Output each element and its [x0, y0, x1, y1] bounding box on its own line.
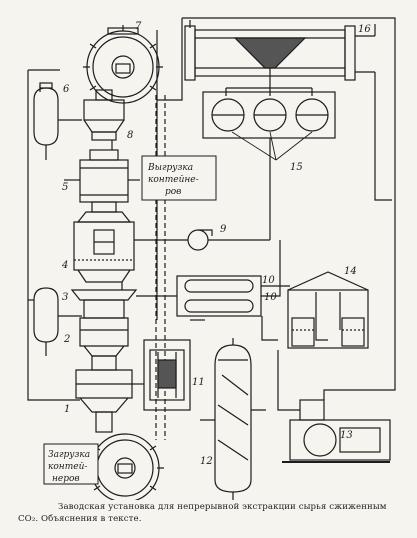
- rotor-7: [83, 25, 163, 104]
- unload-line-3: ров: [165, 187, 181, 197]
- label-3: 3: [62, 292, 68, 303]
- unit-1: [75, 355, 144, 433]
- unit-8: [83, 89, 125, 141]
- unload-line-1: Выгрузка: [147, 163, 193, 173]
- column-12: [200, 338, 266, 500]
- label-6: 6: [63, 84, 70, 95]
- load-containers-box: Загрузка контей- неров: [43, 443, 99, 485]
- diagram-labels: 6 7 8 5 4 9 3 2 1 10 10 11 12 13 14 15 1…: [61, 21, 371, 467]
- unit-5: [64, 149, 140, 203]
- unload-line-2: контейне-: [148, 175, 199, 185]
- label-9: 9: [220, 224, 227, 235]
- load-line-1: Загрузка: [48, 450, 90, 460]
- label-16: 16: [358, 24, 371, 35]
- filters-10: [136, 240, 290, 330]
- label-8: 8: [127, 130, 133, 141]
- vessel-6: [33, 82, 82, 160]
- label-11: 11: [192, 377, 205, 388]
- vessel-3: [33, 287, 82, 356]
- label-14: 14: [344, 266, 357, 277]
- label-12: 12: [200, 456, 213, 467]
- label-10b: 10: [264, 292, 277, 303]
- unit-4: [73, 201, 135, 283]
- figure-caption: Заводская установка для непрерывной экст…: [18, 502, 387, 524]
- tank-14: [287, 271, 369, 349]
- label-5: 5: [62, 182, 68, 193]
- label-15: 15: [290, 162, 303, 173]
- unload-containers-box: Выгрузка контейне- ров: [141, 155, 217, 201]
- label-1: 1: [64, 404, 70, 415]
- drive-11: [143, 339, 191, 411]
- process-diagram: 6 7 8 5 4 9 3 2 1 10 10 11 12 13 14 15 1…: [27, 17, 396, 500]
- label-4: 4: [61, 260, 68, 271]
- load-line-2: контей-: [48, 462, 87, 472]
- condenser-16: [184, 25, 375, 82]
- label-2: 2: [63, 334, 70, 345]
- load-line-3: неров: [52, 474, 80, 484]
- label-7: 7: [135, 21, 142, 32]
- compressor-13: [277, 300, 396, 463]
- label-13: 13: [340, 430, 353, 441]
- pump-9: [134, 229, 270, 251]
- heaters-15: [202, 82, 336, 161]
- unit-2: [70, 289, 138, 357]
- label-10: 10: [262, 275, 275, 286]
